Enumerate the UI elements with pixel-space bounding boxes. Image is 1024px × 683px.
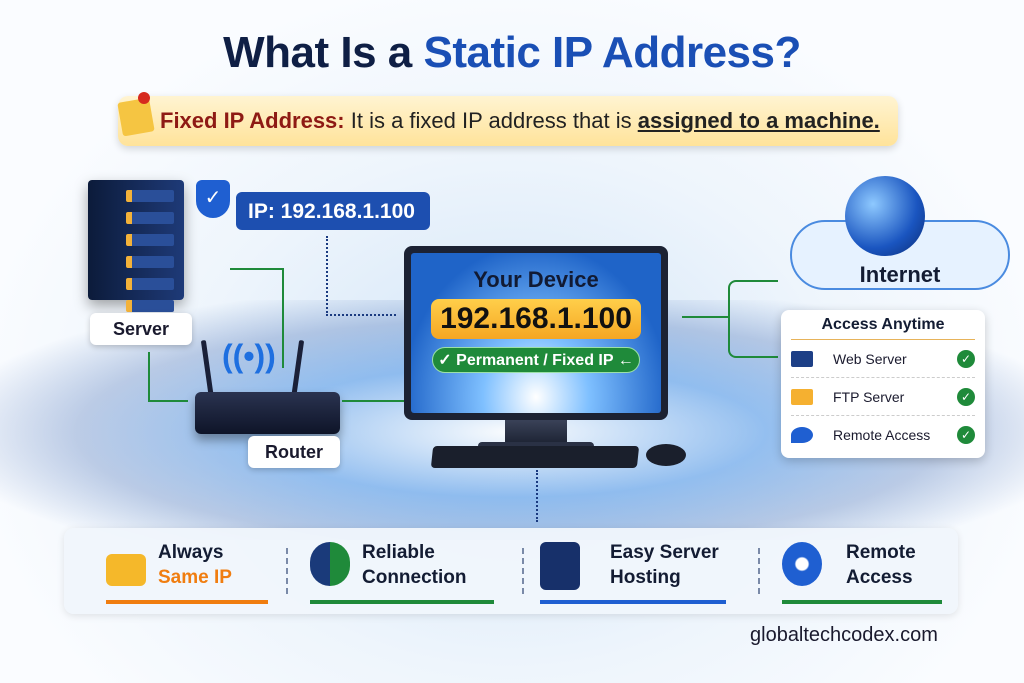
keyboard-icon [430, 446, 640, 468]
feature-underline [782, 600, 942, 604]
globe-pin-icon [782, 542, 822, 586]
globe-icon [845, 176, 925, 256]
access-item-label: Remote Access [833, 427, 931, 443]
definition-banner: Fixed IP Address: It is a fixed IP addre… [118, 96, 898, 146]
device-status-badge: ✓ Permanent / Fixed IP ← [432, 347, 640, 373]
check-icon: ✓ [957, 426, 975, 444]
ip-tag: IP: 192.168.1.100 [236, 192, 430, 230]
internet-label: Internet [859, 262, 941, 287]
wifi-icon: ((•)) [222, 338, 276, 374]
access-item: Web Server ✓ [791, 340, 975, 378]
feature-underline [310, 600, 494, 604]
access-item: FTP Server ✓ [791, 378, 975, 416]
location-icon [791, 427, 813, 443]
lock-icon [106, 554, 146, 586]
access-item-label: FTP Server [833, 388, 905, 405]
feature-underline [106, 600, 268, 604]
shield-check-icon: ✓ [196, 180, 230, 218]
divider [522, 548, 524, 594]
router-icon [195, 392, 340, 434]
connector-ip-device [326, 236, 396, 316]
mouse-icon [646, 444, 686, 466]
feature-underline [540, 600, 726, 604]
page-title: What Is a Static IP Address? [0, 28, 1024, 78]
server-label: Server [90, 313, 192, 345]
monitor: Your Device 192.168.1.100 ✓ Permanent / … [404, 246, 668, 420]
sticky-note-icon [117, 97, 155, 137]
pin-icon [138, 92, 150, 104]
banner-emphasis: assigned to a machine. [637, 108, 880, 133]
connector-server-router [148, 352, 188, 402]
connector-router-server [230, 268, 284, 368]
server-icon [88, 180, 184, 312]
banner-label: Fixed IP Address: [160, 108, 345, 133]
server-rack-icon [540, 542, 580, 590]
connector-internet-access [728, 280, 778, 358]
access-anytime-panel: Access Anytime Web Server ✓ FTP Server ✓ R… [781, 310, 985, 458]
handshake-icon [310, 542, 350, 586]
banner-text: It is a fixed IP address that is [350, 108, 632, 133]
device-title: Your Device [473, 267, 599, 292]
router-label: Router [248, 436, 340, 468]
title-highlight: Static IP Address? [423, 28, 802, 77]
access-item-label: Web Server [833, 350, 907, 367]
check-icon: ✓ [957, 387, 975, 406]
connector-device-features [536, 470, 538, 522]
folder-icon [791, 388, 813, 405]
access-item: Remote Access ✓ [791, 416, 975, 454]
connector-router-device [342, 400, 404, 402]
device-ip: 192.168.1.100 [431, 299, 641, 339]
title-prefix: What Is a [223, 28, 412, 77]
server-icon [791, 350, 813, 367]
connector-device-internet [682, 316, 728, 318]
check-icon: ✓ [957, 349, 975, 368]
monitor-screen: Your Device 192.168.1.100 ✓ Permanent / … [411, 253, 661, 413]
divider [286, 548, 288, 594]
website-url: globaltechcodex.com [750, 624, 938, 646]
divider [758, 548, 760, 594]
access-title: Access Anytime [791, 316, 975, 340]
monitor-stand [505, 420, 567, 446]
